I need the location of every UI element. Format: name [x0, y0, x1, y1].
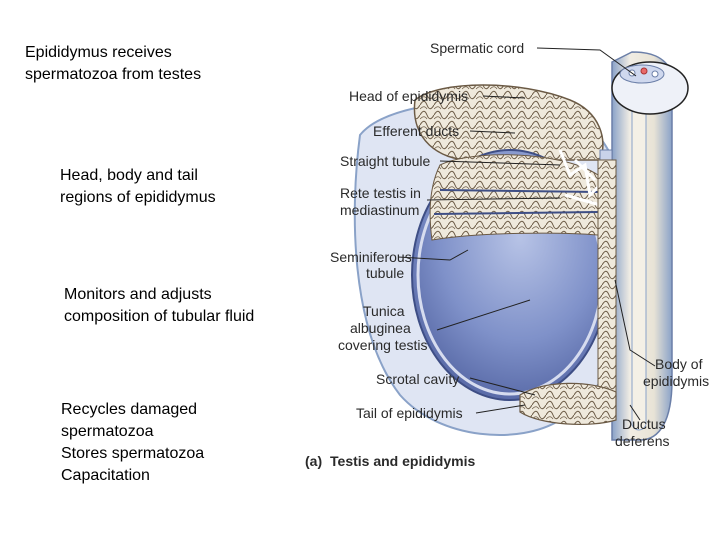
label-rete-testis-line1: Rete testis in [340, 185, 421, 201]
epididymis-body [597, 159, 617, 401]
note-epididymus-receives: Epididymus receives spermatozoa from tes… [25, 44, 202, 83]
lobule-septum-2 [433, 211, 599, 215]
note-recycles-stores: Recycles damaged spermatozoa Stores sper… [61, 401, 205, 484]
label-body-of-epididymis-line2: epididymis [643, 373, 709, 389]
label-seminiferous-line1: Seminiferous [330, 249, 412, 265]
cord-vessel-2 [640, 67, 648, 75]
note-head-body-tail: Head, body and tail regions of epididymu… [60, 167, 216, 206]
label-ductus-deferens-line1: Ductus [622, 416, 666, 432]
label-tail-of-epididymis: Tail of epididymis [356, 405, 463, 421]
label-ductus-deferens-line2: deferens [615, 433, 669, 449]
label-efferent-ducts: Efferent ducts [373, 123, 459, 139]
lobule-septum-1 [439, 189, 599, 193]
caption-tag: (a) [305, 453, 322, 469]
figure-caption: (a) Testis and epididymis [305, 453, 475, 469]
leader-lines [397, 47, 656, 421]
cord-vessel-3 [651, 70, 659, 78]
seminiferous-lobules [429, 154, 599, 241]
label-body-of-epididymis-line1: Body of [655, 356, 703, 372]
label-tunica-line2: albuginea [350, 320, 411, 336]
label-rete-testis-line2: mediastinum [340, 202, 419, 218]
label-tunica-line3: covering testis [338, 337, 427, 353]
label-tunica-line1: Tunica [363, 303, 405, 319]
label-seminiferous-line2: tubule [366, 265, 404, 281]
label-straight-tubule: Straight tubule [340, 153, 430, 169]
cord-section-inner [619, 64, 665, 84]
caption-text: Testis and epididymis [330, 453, 475, 469]
note-monitors-adjusts: Monitors and adjusts composition of tubu… [64, 286, 255, 325]
epididymis-head [413, 84, 604, 161]
label-spermatic-cord: Spermatic cord [430, 40, 524, 56]
label-head-of-epididymis: Head of epididymis [349, 88, 468, 104]
epididymis-tail [519, 382, 617, 426]
label-scrotal-cavity: Scrotal cavity [376, 371, 459, 387]
